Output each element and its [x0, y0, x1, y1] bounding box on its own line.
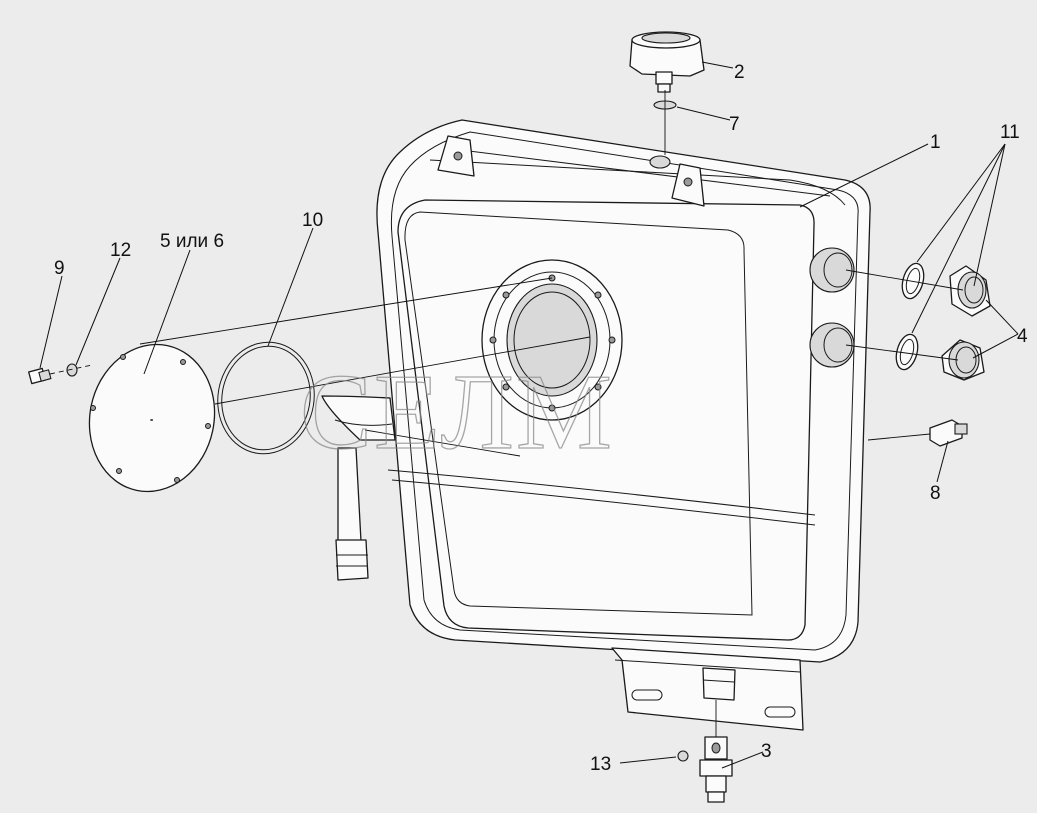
callout-7: 7 [729, 114, 740, 135]
plug-upper [949, 265, 991, 317]
sensor [867, 419, 968, 447]
callout-13: 13 [590, 754, 611, 775]
plug-lower [941, 339, 985, 381]
callout-9: 9 [54, 258, 65, 279]
callout-5-or-6: 5 или 6 [160, 231, 224, 252]
bolt [28, 367, 52, 385]
bolt-washer [66, 363, 78, 377]
gasket-ring [217, 341, 315, 455]
leader-lines [39, 61, 1019, 769]
callout-3: 3 [761, 741, 772, 762]
callout-12: 12 [110, 240, 131, 261]
watermark: СЕЛМ [300, 353, 614, 472]
callout-11: 11 [1000, 122, 1020, 143]
callout-1: 1 [930, 132, 941, 153]
fuel-tank [321, 119, 871, 731]
drain-ball [677, 750, 689, 762]
callout-10: 10 [302, 210, 323, 231]
opening-bolt-holes [489, 274, 616, 412]
callout-2: 2 [734, 62, 745, 83]
cover-plate [88, 343, 216, 493]
callout-4: 4 [1017, 326, 1028, 347]
filler-cap [629, 31, 705, 93]
callout-8: 8 [930, 483, 941, 504]
drain-fitting [699, 736, 733, 803]
